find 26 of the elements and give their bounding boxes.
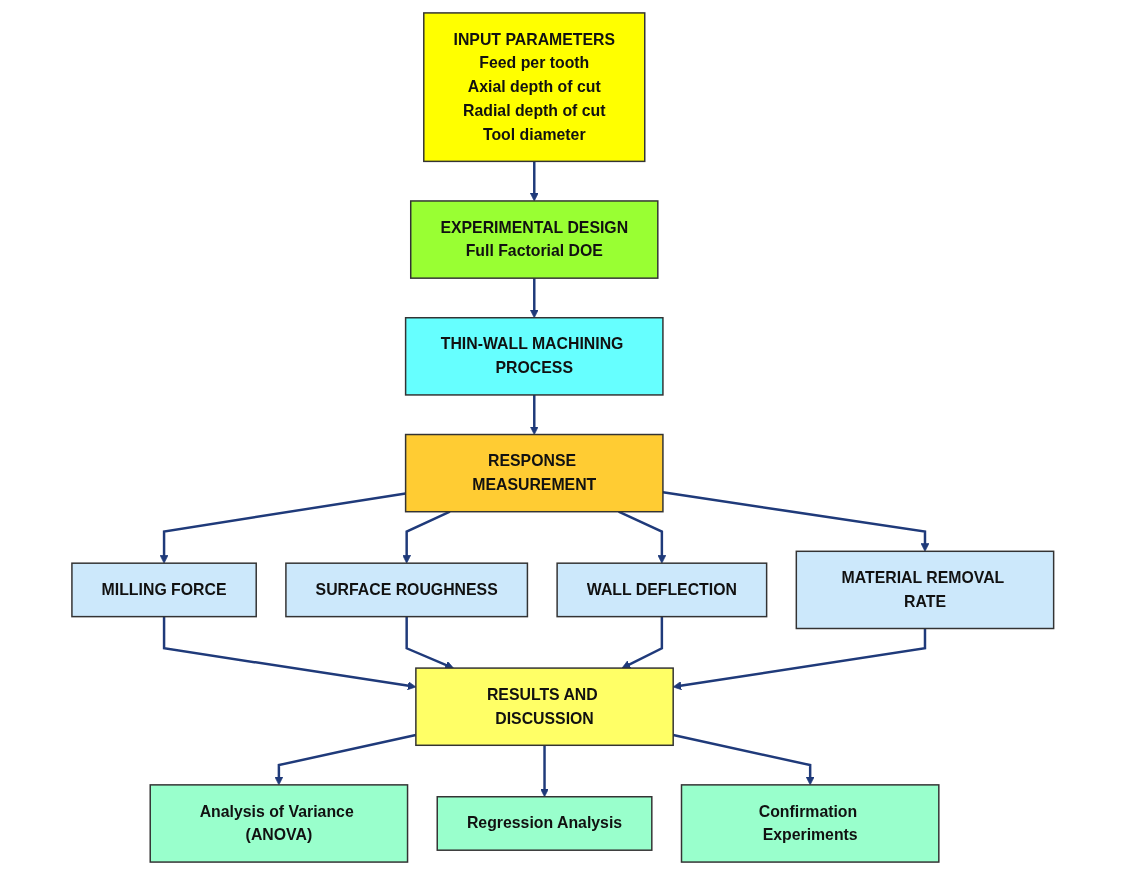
node-box: Confirmation Experiments [680, 784, 940, 863]
arrow [529, 278, 539, 319]
arrow [402, 510, 451, 564]
arrow [539, 745, 549, 798]
node-box: THIN-WALL MACHINING PROCESS [404, 317, 664, 396]
arrow [662, 491, 930, 552]
arrow [617, 510, 666, 564]
arrow [405, 616, 454, 670]
node-box: INPUT PARAMETERS Feed per tooth Axial depth of cut Radial depth of cut Tool diameter [422, 12, 646, 163]
node-box: Regression Analysis [436, 796, 653, 851]
arrow [621, 616, 663, 669]
node-box: WALL DEFLECTION [556, 562, 768, 618]
arrow [162, 616, 416, 691]
node-box: EXPERIMENTAL DESIGN Full Factorial DOE [409, 200, 659, 279]
arrow [529, 394, 539, 435]
arrow [672, 628, 926, 691]
arrow [529, 161, 539, 202]
node-box: MILLING FORCE [70, 562, 257, 618]
arrow [159, 492, 406, 564]
arrow [672, 733, 815, 786]
node-box: RESULTS AND DISCUSSION [414, 667, 674, 746]
arrow [274, 733, 416, 786]
node-box: Analysis of Variance (ANOVA) [149, 784, 408, 863]
node-box: SURFACE ROUGHNESS [284, 562, 528, 618]
node-box: RESPONSE MEASUREMENT [404, 433, 664, 513]
node-box: MATERIAL REMOVAL RATE [795, 550, 1055, 630]
